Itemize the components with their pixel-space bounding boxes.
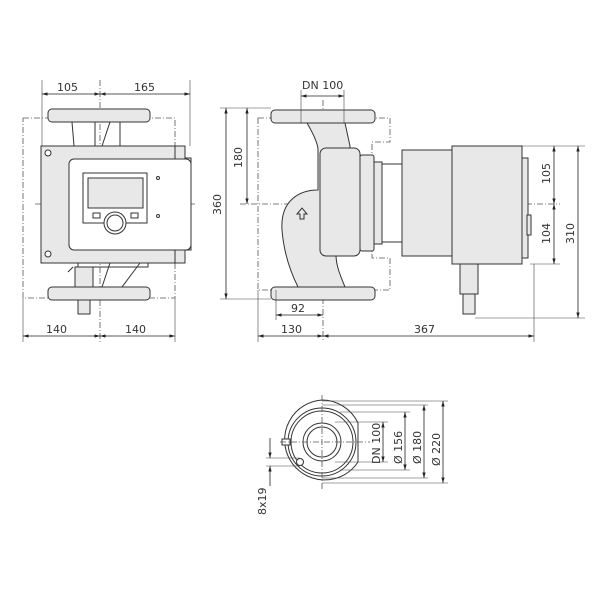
flange-view: DN 100 Ø 156 Ø 180 Ø 220 8x19 xyxy=(256,395,448,515)
dim-367: 367 xyxy=(414,323,435,336)
left-button xyxy=(92,212,101,219)
side-bottom-flange xyxy=(270,286,376,301)
dim-92: 92 xyxy=(291,302,305,315)
dim-dn100-side: DN 100 xyxy=(302,79,343,92)
bottom-flange xyxy=(47,286,151,301)
dim-105-motor: 105 xyxy=(540,163,553,184)
dim-140-left: 140 xyxy=(46,323,67,336)
dim-310: 310 xyxy=(564,223,577,244)
dim-d156: Ø 156 xyxy=(392,431,405,464)
display-screen xyxy=(87,177,144,209)
flow-arrow-icon xyxy=(295,207,309,220)
dim-104-motor: 104 xyxy=(540,223,553,244)
bolt-hole xyxy=(296,458,304,466)
front-view: 105 165 140 140 xyxy=(22,80,197,342)
dim-8x19: 8x19 xyxy=(256,487,269,515)
electronics-module xyxy=(451,145,523,265)
top-flange xyxy=(47,108,151,123)
dim-140-right: 140 xyxy=(125,323,146,336)
dim-130: 130 xyxy=(281,323,302,336)
motor xyxy=(401,149,458,257)
side-view: DN 100 360 180 105 104 310 92 130 367 xyxy=(211,79,585,342)
dim-360: 360 xyxy=(211,194,224,215)
dim-165: 165 xyxy=(134,81,155,94)
side-cable-gland xyxy=(462,293,476,315)
dim-180: 180 xyxy=(232,147,245,168)
dim-105: 105 xyxy=(57,81,78,94)
dim-dn100-flange: DN 100 xyxy=(370,423,383,464)
right-button xyxy=(130,212,139,219)
side-top-flange xyxy=(270,109,376,124)
dim-d180: Ø 180 xyxy=(411,431,424,464)
dim-d220: Ø 220 xyxy=(430,433,443,466)
